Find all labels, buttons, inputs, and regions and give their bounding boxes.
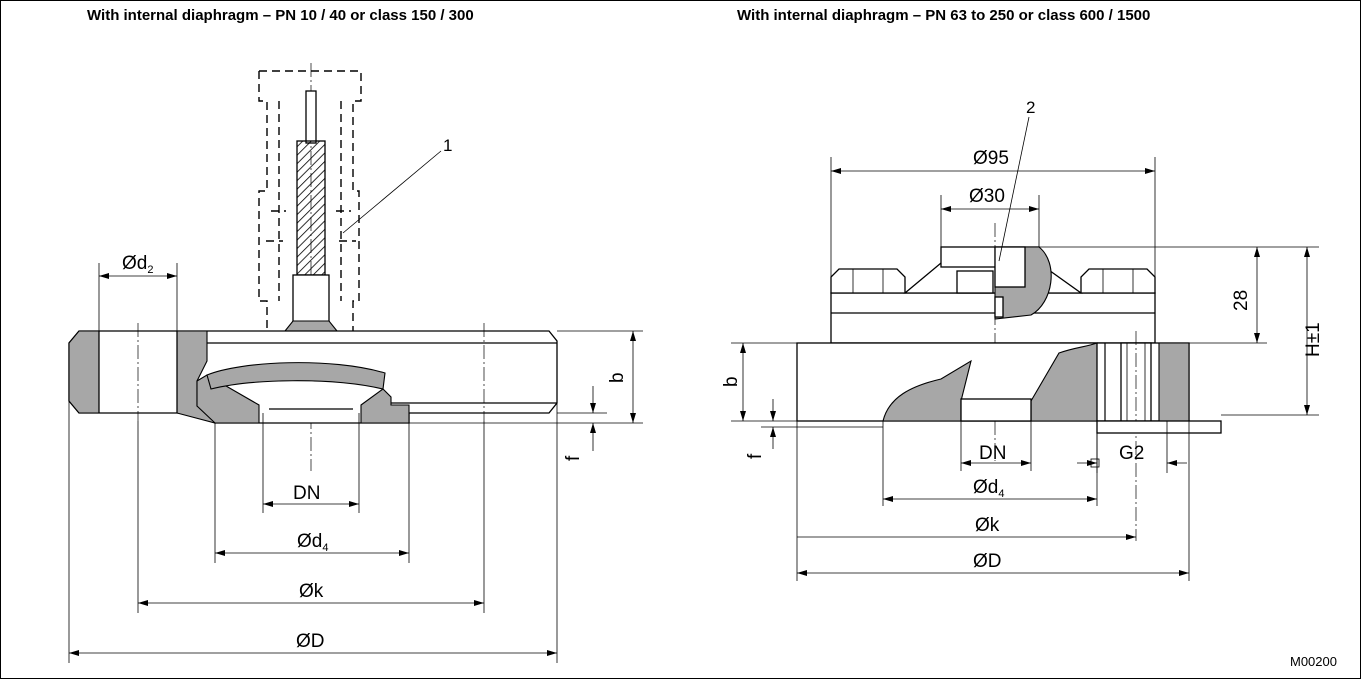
cutaway-insert: [994, 246, 1026, 288]
label-b-left: b: [607, 372, 628, 383]
bore-dn: [960, 398, 1032, 422]
label-D-left: ØD: [296, 631, 325, 652]
label-d4-right: Ød4: [973, 477, 1004, 500]
leader-item-2: [998, 116, 1030, 262]
label-d30: Ø30: [969, 186, 1005, 207]
label-dn-left: DN: [293, 483, 320, 504]
label-dn-right: DN: [979, 443, 1006, 464]
label-h: H±1: [1303, 322, 1324, 357]
hex-nut-right: [1080, 268, 1156, 294]
capillary-twist: [296, 140, 326, 276]
section-diaphragm-ring-right: [360, 388, 410, 424]
label-f-left: f: [563, 455, 584, 461]
stem-weld: [283, 320, 339, 332]
label-item-1: 1: [443, 136, 452, 155]
section-left-outer: [68, 330, 100, 414]
boss-small-nut: [956, 270, 994, 294]
leader-item-1: [342, 150, 442, 234]
housing-inner-dashed: [266, 101, 356, 301]
right-view: 2 Ø95 Ø30 28 H±1: [721, 98, 1324, 581]
label-D-right: ØD: [973, 551, 1002, 572]
label-d2: Ød2: [122, 253, 153, 276]
label-k-right: Øk: [975, 515, 1000, 536]
section-lower-left: [882, 359, 972, 422]
g2-symbol: [1090, 458, 1100, 468]
hex-nut-left: [830, 268, 906, 294]
cutaway-insert-small: [994, 296, 1004, 318]
section-lower-right: [1158, 342, 1190, 422]
stem: [292, 274, 330, 324]
thin-rod: [305, 90, 317, 144]
base-plate: [1096, 420, 1222, 434]
diaphragm: [206, 362, 386, 390]
label-k-left: Øk: [299, 581, 324, 602]
drawing-code: M00200: [1290, 654, 1337, 669]
left-view: 1 Ød2 b f: [68, 63, 643, 663]
label-d4-left: Ød4: [297, 531, 328, 554]
title-right: With internal diaphragm – PN 63 to 250 o…: [737, 7, 1151, 24]
housing-outline-dashed: [258, 70, 362, 331]
label-b-right: b: [721, 376, 742, 387]
label-f-right: f: [745, 453, 766, 459]
label-h28: 28: [1231, 290, 1252, 311]
upper-plate: [830, 292, 1156, 344]
label-item-2: 2: [1026, 98, 1035, 117]
label-d95: Ø95: [973, 148, 1009, 169]
title-left: With internal diaphragm – PN 10 / 40 or …: [87, 7, 474, 24]
label-g2: G2: [1119, 443, 1144, 464]
